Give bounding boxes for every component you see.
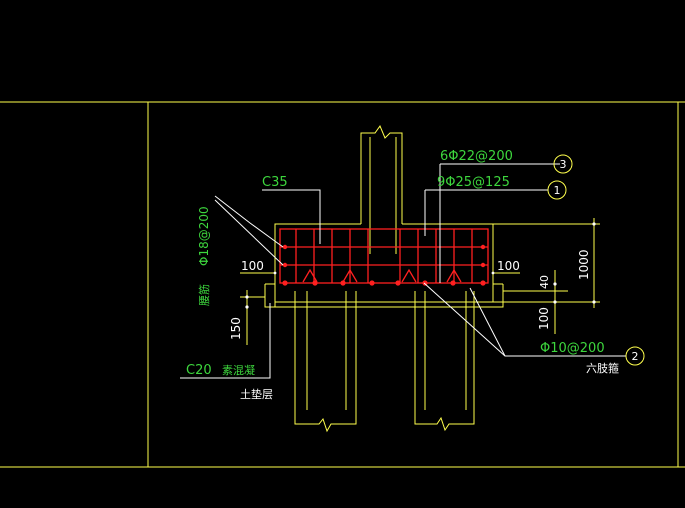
label-stirrup: Φ10@200 [540,341,605,356]
label-top-rebar: 6Φ22@200 [440,149,513,164]
rebar-cage [279,228,489,284]
dim-bottom-cover: 40 [538,275,551,289]
label-side-rebar-note: 腰筋 [197,284,211,306]
label-plain-concrete: C20 [186,363,212,378]
label-concrete-cap: C35 [262,175,288,190]
leaders [180,163,626,379]
sheet-frame [0,101,685,468]
label-side-rebar: Φ18@200 [197,206,211,266]
dim-height: 1000 [577,249,591,280]
cushion-layer [264,284,504,308]
callout-3-number: 3 [560,158,567,171]
dim-left-cover: 100 [241,259,264,273]
dim-right-cover: 100 [497,259,520,273]
callout-3: 3 [553,154,573,174]
callout-2-number: 2 [632,350,639,363]
dimension-ticks [245,222,596,309]
callout-1-number: 1 [554,184,561,197]
dim-pile-embed: 100 [537,307,551,330]
pile-left [294,291,357,433]
callout-2: 2 [625,346,645,366]
label-stirrup-note: 六肢箍 [586,361,619,375]
dimension-lines [240,218,600,345]
callout-1: 1 [547,180,567,200]
dim-cushion: 150 [229,317,243,340]
column [360,124,403,254]
rebar-dots [282,244,486,286]
pile-cap [265,223,503,303]
label-bottom-rebar: 9Φ25@125 [437,175,510,190]
label-plain-concrete-note: 素混凝 [222,363,255,377]
pile-right [414,291,475,432]
label-cushion-note: 土垫层 [240,387,273,401]
